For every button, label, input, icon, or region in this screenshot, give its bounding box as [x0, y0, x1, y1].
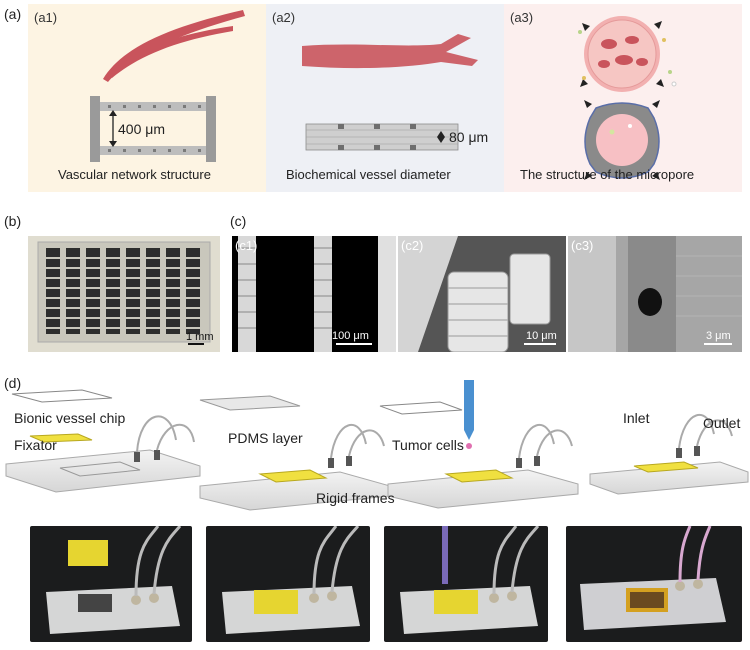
photo2-drawing — [222, 526, 360, 634]
panel-label-b: (b) — [4, 213, 22, 229]
label-inlet: Inlet — [623, 410, 650, 426]
photo1-drawing — [46, 526, 182, 634]
chip-photo: 1 mm — [28, 236, 220, 352]
panel-label-c1: (c1) — [235, 238, 258, 253]
sem-c3-micropore — [568, 236, 742, 352]
label-tumor-cells: Tumor cells — [392, 437, 464, 453]
scale-100um: 100 μm — [332, 330, 369, 342]
photo4-drawing — [580, 526, 726, 630]
photo3-drawing — [400, 526, 540, 634]
label-outlet: Outlet — [703, 415, 741, 431]
panel-label-a3: (a3) — [510, 10, 534, 25]
panel-label-d: (d) — [4, 375, 22, 391]
device-photo-1 — [30, 526, 192, 642]
label-fixator: Fixator — [14, 437, 57, 453]
panel-label-a2: (a2) — [272, 10, 296, 25]
panel-label-c2: (c2) — [401, 238, 424, 253]
scale-3um: 3 μm — [706, 330, 731, 342]
scale-1mm: 1 mm — [186, 331, 214, 343]
panel-label-c: (c) — [230, 213, 247, 229]
step3-schematic — [379, 380, 579, 509]
device-photo-4 — [566, 526, 742, 642]
caption-vascular-network: Vascular network structure — [58, 167, 211, 182]
caption-vessel-diameter: Biochemical vessel diameter — [286, 167, 451, 182]
vessel-diameter-illustration — [302, 34, 478, 151]
label-rigid-frames: Rigid frames — [316, 490, 395, 506]
step4-schematic — [589, 414, 749, 495]
label-bionic-vessel-chip: Bionic vessel chip — [14, 410, 126, 426]
panel-label-a1: (a1) — [34, 10, 58, 25]
sem-c2-structure — [398, 236, 566, 352]
assembly-schematics — [5, 380, 749, 511]
label-pdms-layer: PDMS layer — [228, 430, 303, 446]
sem-image-c3: (c3) 3 μm — [568, 236, 742, 352]
micropore-illustration — [578, 16, 677, 180]
sem-image-c1: (c1) 100 μm — [232, 236, 396, 352]
device-photo-3 — [384, 526, 548, 642]
vascular-network-illustration — [90, 10, 245, 162]
panel-a2: (a2) 80 μm Biochemical vessel diameter — [266, 4, 504, 192]
step1-schematic — [5, 389, 201, 493]
dimension-80um: 80 μm — [449, 129, 489, 145]
panel-a1: (a1) 400 μm Vascular network structure — [28, 4, 266, 192]
caption-micropore: The structure of the micropore — [520, 167, 695, 182]
chip-grid-image — [28, 236, 220, 352]
sem-image-c2: (c2) 10 μm — [398, 236, 566, 352]
scale-10um: 10 μm — [526, 330, 557, 342]
step2-schematic — [199, 395, 391, 511]
panel-label-c3: (c3) — [571, 238, 594, 253]
dimension-400um: 400 μm — [118, 121, 165, 137]
panel-a3: (a3) The structure of the micropore — [504, 4, 742, 192]
panel-label-a: (a) — [4, 6, 22, 22]
device-photo-2 — [206, 526, 370, 642]
sem-c1-columns — [238, 236, 396, 352]
